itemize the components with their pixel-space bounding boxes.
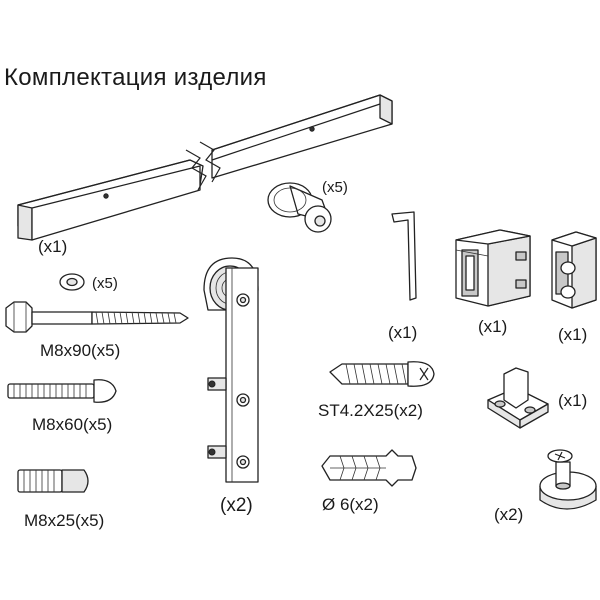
rail-drawing <box>17 94 393 241</box>
bolt-m8x60-label: M8x60(x5) <box>32 415 113 434</box>
allen-key-qty-label: (x1) <box>388 323 418 342</box>
stopper-qty-label: (x5) <box>322 179 348 196</box>
bolt-m8x60-drawing <box>7 379 117 403</box>
anchor-label: Ø 6(x2) <box>322 495 379 514</box>
screw-st42-drawing <box>329 361 435 387</box>
washer-qty-label: (x5) <box>92 275 118 292</box>
hanger-qty-label: (x2) <box>220 495 253 516</box>
page-title: Комплектация изделия <box>4 64 267 91</box>
bracket-a-drawing <box>455 229 531 307</box>
bolt-m8x90-label: M8x90(x5) <box>40 341 121 360</box>
bolt-m8x25-label: M8x25(x5) <box>24 511 105 530</box>
screw-st42-label: ST4.2X25(x2) <box>318 401 423 420</box>
bracket-b-qty-label: (x1) <box>558 325 588 344</box>
stopper-drawing <box>267 182 332 233</box>
allen-key-drawing <box>391 211 417 301</box>
bolt-m8x90-drawing <box>5 301 189 333</box>
door-stop-drawing <box>539 449 597 510</box>
bolt-m8x25-drawing <box>17 469 89 493</box>
floor-guide-qty-label: (x1) <box>558 391 588 410</box>
floor-guide-drawing <box>487 367 549 429</box>
hanger-drawing <box>203 257 259 483</box>
bracket-a-qty-label: (x1) <box>478 317 508 336</box>
rail-qty-label: (x1) <box>38 237 68 256</box>
anchor-drawing <box>321 449 417 487</box>
door-stop-qty-label: (x2) <box>494 505 524 524</box>
washer-drawing <box>59 273 85 291</box>
bracket-b-drawing <box>551 231 597 309</box>
